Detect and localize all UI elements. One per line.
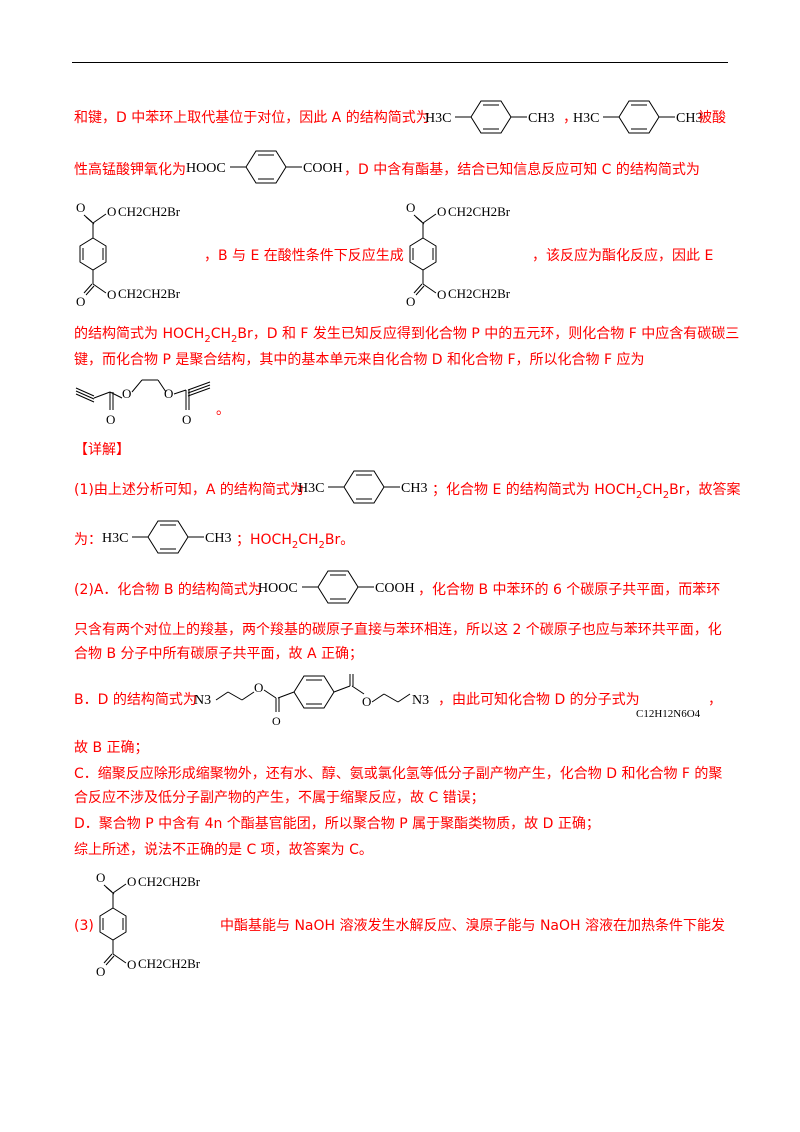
svg-text:CH2CH2Br: CH2CH2Br: [448, 286, 511, 301]
text-line: 为：: [74, 532, 102, 548]
svg-text:O: O: [362, 694, 371, 709]
svg-text:HOOC: HOOC: [186, 161, 226, 176]
text-line: 中酯基能与 NaOH 溶液发生水解反应、溴原子能与 NaOH 溶液在加热条件下能…: [220, 918, 725, 934]
svg-text:COOH: COOH: [375, 581, 415, 596]
svg-text:O: O: [182, 412, 191, 427]
svg-text:O: O: [106, 412, 115, 427]
text-line: ，D 中含有酯基，结合已知信息反应可知 C 的结构简式为: [344, 162, 700, 178]
svg-text:O: O: [406, 200, 415, 215]
svg-text:O: O: [254, 680, 263, 695]
svg-text:CH3: CH3: [676, 111, 702, 126]
comma: ，: [563, 110, 577, 126]
text-line: 被酸: [698, 110, 726, 126]
svg-text:O: O: [76, 294, 85, 308]
svg-text:H3C: H3C: [102, 531, 128, 546]
text-line: (2)A．化合物 B 的结构简式为: [74, 582, 262, 598]
text-line: 合反应不涉及低分子副产物的产生，不属于缩聚反应，故 C 错误；: [74, 790, 485, 806]
text-line: 键，而化合物 P 是聚合结构，其中的基本单元来自化合物 D 和化合物 F，所以化…: [74, 352, 645, 368]
text-line: ，B 与 E 在酸性条件下反应生成: [204, 248, 404, 264]
svg-text:CH2CH2Br: CH2CH2Br: [448, 204, 511, 219]
svg-text:CH2CH2Br: CH2CH2Br: [138, 956, 201, 971]
svg-text:O: O: [127, 874, 136, 889]
svg-text:CH2CH2Br: CH2CH2Br: [138, 874, 201, 889]
structure-diester-c-3: O O CH2CH2Br O O CH2CH2Br: [96, 870, 201, 978]
svg-text:H3C: H3C: [298, 481, 324, 496]
svg-text:O: O: [164, 386, 173, 401]
structure-compound-d: N3 O O O N3: [194, 674, 429, 728]
section-heading: 【详解】: [74, 442, 130, 458]
svg-text:HOOC: HOOC: [258, 581, 298, 596]
structure-diester-c-2: O O CH2CH2Br O O CH2CH2Br: [406, 200, 511, 308]
structure-compound-f: O O O O: [75, 379, 211, 427]
svg-text:H3C: H3C: [425, 111, 451, 126]
structure-p-xylene-3: H3C CH3: [298, 470, 427, 504]
text-line: 只含有两个对位上的羧基，两个羧基的碳原子直接与苯环相连，所以这 2 个碳原子也应…: [74, 622, 722, 638]
svg-text:CH2CH2Br: CH2CH2Br: [118, 204, 181, 219]
svg-text:CH2CH2Br: CH2CH2Br: [118, 286, 181, 301]
svg-text:O: O: [96, 964, 105, 978]
text-line: ；化合物 E 的结构简式为 HOCH2CH2Br，故答案: [432, 482, 741, 501]
svg-text:O: O: [437, 287, 446, 302]
text-line: 合物 B 分子中所有碳原子共平面，故 A 正确；: [74, 646, 363, 662]
svg-text:N3: N3: [412, 693, 429, 708]
svg-text:O: O: [107, 287, 116, 302]
svg-text:CH3: CH3: [205, 531, 231, 546]
svg-text:O: O: [406, 294, 415, 308]
text-line: ，化合物 B 中苯环的 6 个碳原子共平面，而苯环: [418, 582, 721, 598]
text-line: D．聚合物 P 中含有 4n 个酯基官能团，所以聚合物 P 属于聚酯类物质，故 …: [74, 816, 600, 832]
text-line: C．缩聚反应除形成缩聚物外，还有水、醇、氨或氯化氢等低分子副产物产生，化合物 D…: [74, 766, 723, 782]
text-line: B．D 的结构简式为: [74, 692, 197, 708]
svg-text:CH3: CH3: [528, 111, 554, 126]
structure-terephthalic-acid: HOOC COOH: [186, 150, 343, 184]
text-line: 性高锰酸钾氧化为: [74, 162, 186, 178]
svg-text:N3: N3: [194, 693, 211, 708]
text-line: ，由此可知化合物 D 的分子式为: [438, 692, 640, 708]
text-line: ；HOCH2CH2Br。: [236, 532, 355, 551]
svg-text:O: O: [437, 204, 446, 219]
comma: ，: [708, 692, 722, 708]
svg-text:O: O: [272, 714, 281, 728]
text-line: ，该反应为酯化反应，因此 E: [532, 248, 714, 264]
structure-p-xylene-4: H3C CH3: [102, 520, 231, 554]
molecular-formula: C12H12N6O4: [636, 708, 701, 720]
svg-text:O: O: [96, 870, 105, 885]
text-line: 和键，D 中苯环上取代基位于对位，因此 A 的结构简式为: [74, 110, 430, 126]
svg-text:O: O: [107, 204, 116, 219]
structure-p-xylene: H3C CH3: [425, 100, 554, 134]
svg-text:O: O: [76, 200, 85, 215]
text-line: 的结构简式为 HOCH2CH2Br，D 和 F 发生已知反应得到化合物 P 中的…: [74, 326, 740, 345]
svg-text:COOH: COOH: [303, 161, 343, 176]
svg-text:O: O: [127, 957, 136, 972]
svg-text:CH3: CH3: [401, 481, 427, 496]
period: 。: [216, 402, 230, 418]
text-line: (1)由上述分析可知，A 的结构简式为: [74, 482, 304, 498]
text-line: 故 B 正确；: [74, 740, 149, 756]
structure-terephthalic-acid-2: HOOC COOH: [258, 570, 415, 604]
text-line: 综上所述，说法不正确的是 C 项，故答案为 C。: [74, 842, 373, 858]
svg-text:H3C: H3C: [573, 111, 599, 126]
header-rule: [72, 62, 728, 63]
structure-diester-c: O O CH2CH2Br O O CH2CH2Br: [76, 200, 181, 308]
svg-text:O: O: [122, 386, 131, 401]
text-line: (3): [74, 918, 94, 934]
structure-p-xylene-2: H3C CH3: [573, 100, 702, 134]
